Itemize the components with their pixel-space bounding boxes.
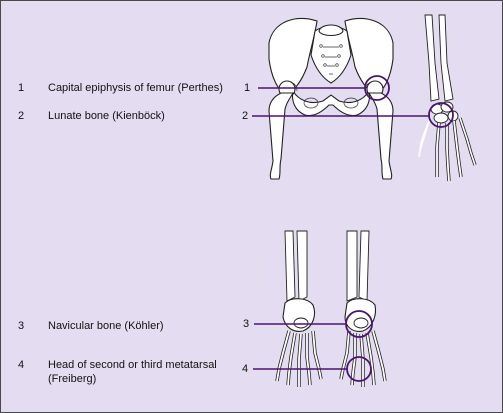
callout-number-2: 2 xyxy=(242,110,249,122)
callout-number-3: 3 xyxy=(243,318,250,330)
hand-drawing xyxy=(418,14,477,182)
feet-drawing xyxy=(275,230,387,387)
legend-number-1: 1 xyxy=(18,82,25,94)
legend-number-2: 2 xyxy=(18,110,25,122)
legend-number-4: 4 xyxy=(18,359,25,371)
legend-number-3: 3 xyxy=(18,320,25,332)
metatarsal-head-ring xyxy=(346,356,372,382)
callout-number-4: 4 xyxy=(242,363,249,375)
legend-label-perthes: Capital epiphysis of femur (Perthes) xyxy=(48,82,223,94)
callout-number-1: 1 xyxy=(244,82,251,94)
femurs-drawing xyxy=(268,80,394,180)
legend-label-kienbock: Lunate bone (Kienböck) xyxy=(48,110,165,122)
legend-label-kohler: Navicular bone (Köhler) xyxy=(48,320,164,332)
legend-label-freiberg: Head of second or third metatarsal (Frei… xyxy=(48,359,217,385)
lunate-ring xyxy=(428,102,454,128)
